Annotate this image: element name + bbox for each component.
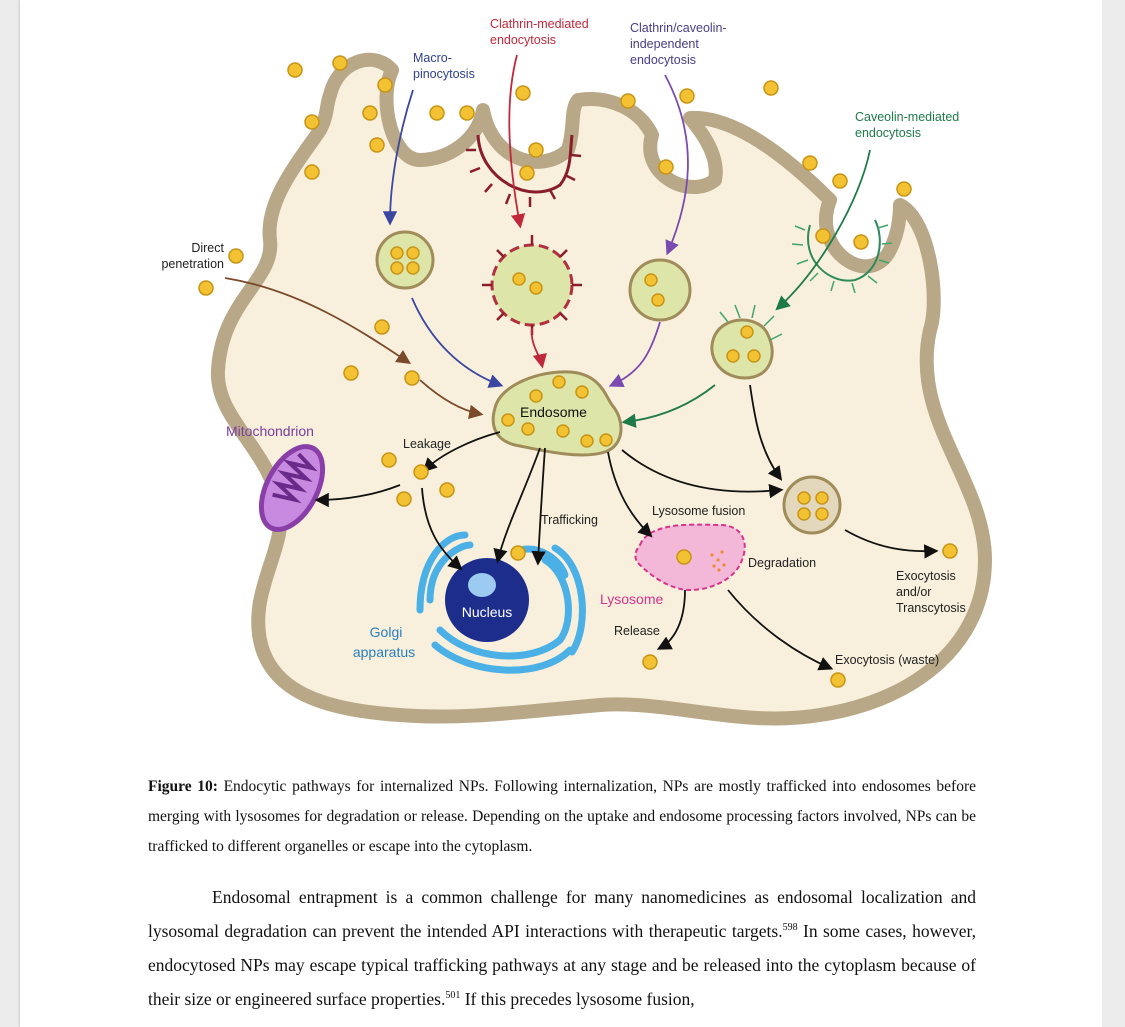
label-lysosome-fusion: Lysosome fusion — [652, 504, 745, 518]
caption-label: Figure 10: — [148, 778, 218, 795]
arrow-clathrin-to-endosome — [530, 327, 547, 369]
arrow-macro-to-endosome — [411, 297, 504, 388]
caveosome-fringe — [719, 304, 783, 341]
body-text-a: Endosomal entrapment is a common challen… — [148, 887, 976, 941]
body-text-c: If this precedes lysosome fusion, — [460, 989, 695, 1009]
arrow-leakage-to-nucleus — [421, 487, 463, 571]
arrow-direct-penetration — [224, 277, 411, 364]
arrow-to-endosome-from-direct — [419, 379, 484, 419]
late-vesicle — [782, 475, 842, 535]
arrow-endosome-to-late-vesicle — [621, 449, 784, 499]
arrow-independent-to-endosome — [608, 321, 661, 387]
macropinosome — [375, 230, 435, 290]
page-margin — [1102, 0, 1125, 1027]
arrow-caveosome-to-late-vesicle — [749, 384, 783, 481]
label-leakage: Leakage — [403, 437, 451, 451]
caption-text: Endocytic pathways for internalized NPs.… — [148, 778, 976, 855]
body-text-b: In some cases, however, endocytosed NPs … — [148, 921, 976, 1009]
arrow-endosome-trafficking — [531, 447, 546, 566]
label-mitochondrion: Mitochondrion — [226, 423, 314, 439]
nucleus — [445, 558, 529, 642]
label-endosome: Endosome — [520, 404, 587, 420]
arrow-clathrin — [508, 54, 526, 229]
arrow-exocytosis-transcytosis — [844, 529, 939, 559]
caveolae-pit — [807, 219, 881, 282]
arrow-caveosome-to-endosome — [621, 384, 716, 428]
independent-vesicle — [628, 258, 692, 322]
citation-598: 598 — [782, 922, 798, 934]
label-trafficking: Trafficking — [541, 513, 598, 527]
arrow-leakage-to-mito — [314, 484, 401, 508]
mitochondrion-cristae — [271, 452, 318, 504]
label-exocytosis-waste: Exocytosis (waste) — [835, 653, 939, 667]
arrow-caveolin — [775, 149, 871, 311]
body-paragraph: Endosomal entrapment is a common challen… — [148, 880, 976, 1016]
clathrin-pit — [476, 134, 574, 194]
arrow-independent — [664, 74, 689, 256]
arrow-endosome-to-lysosome — [607, 451, 653, 538]
arrow-lysosome-release — [656, 589, 686, 650]
figure-caption: Figure 10: Endocytic pathways for intern… — [148, 772, 976, 862]
lysosome-enzymes — [710, 550, 726, 572]
nanoparticles — [198, 55, 958, 688]
nucleolus — [468, 573, 496, 597]
arrow-endosome-to-nucleus — [493, 447, 541, 564]
label-lysosome: Lysosome — [600, 591, 664, 607]
label-degradation: Degradation — [748, 556, 816, 570]
label-release: Release — [614, 624, 660, 638]
label-nucleus: Nucleus — [462, 604, 513, 620]
citation-501: 501 — [445, 990, 461, 1002]
caveosome — [710, 318, 774, 380]
arrow-macropinocytosis — [382, 89, 414, 226]
clathrin-vesicle-spikes — [482, 235, 582, 335]
clathrin-coat-spikes — [466, 148, 582, 207]
arrow-endosome-to-leakage — [422, 431, 501, 473]
label-macropinocytosis: Macro-pinocytosis — [413, 51, 475, 81]
golgi-apparatus — [416, 531, 586, 674]
caveolae-fringe — [791, 224, 893, 294]
arrow-exocytosis-waste — [727, 589, 834, 671]
